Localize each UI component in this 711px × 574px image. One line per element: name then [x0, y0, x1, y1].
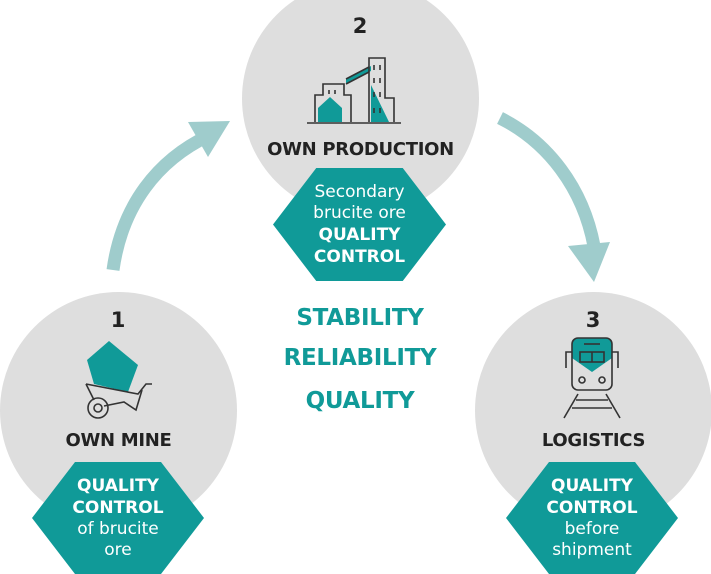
step-2-title: OWN PRODUCTION	[267, 139, 454, 160]
box-line: before	[564, 519, 620, 539]
box-line: CONTROL	[313, 246, 406, 267]
value-quality: QUALITY	[305, 388, 415, 414]
step-1-number: 1	[110, 308, 126, 332]
factory-icon	[307, 57, 401, 124]
train-icon	[563, 337, 621, 419]
box-line: shipment	[552, 540, 632, 560]
box-line: ore	[104, 540, 132, 560]
value-reliability: RELIABILITY	[283, 345, 437, 371]
step-3-title: LOGISTICS	[541, 430, 646, 451]
step-3-number: 3	[585, 308, 601, 332]
box-line: Secondary	[314, 181, 405, 202]
step-2-quality-box: Secondary brucite ore QUALITY CONTROL	[273, 168, 446, 281]
box-line: QUALITY	[318, 224, 401, 245]
box-line: QUALITY	[551, 476, 633, 496]
box-line: CONTROL	[72, 498, 164, 518]
box-line: QUALITY	[77, 476, 159, 496]
step-1-title: OWN MINE	[65, 430, 172, 451]
step-3-quality-box: QUALITY CONTROL before shipment	[506, 462, 678, 574]
box-line: brucite ore	[313, 202, 406, 223]
step-2-number: 2	[352, 14, 368, 38]
box-line: CONTROL	[546, 498, 638, 518]
wheelbarrow-icon	[85, 341, 152, 419]
box-line: of brucite	[77, 519, 159, 539]
value-stability: STABILITY	[296, 305, 424, 331]
